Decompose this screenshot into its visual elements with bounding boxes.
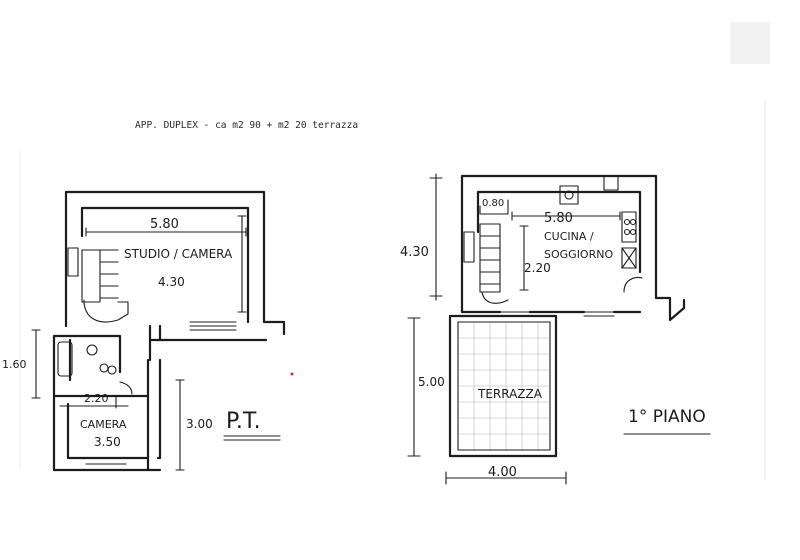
room-label-terrazza: TERRAZZA <box>477 387 543 401</box>
dim-studio-depth: 4.30 <box>158 275 185 289</box>
scan-marks <box>19 22 770 480</box>
dim-bath-height: 1.60 <box>2 358 27 371</box>
dim-camera-inner: 2.20 <box>84 392 109 405</box>
room-label-cucina: CUCINA / <box>544 230 594 243</box>
ground-staircase <box>67 247 129 323</box>
ground-floor-walls <box>64 190 286 362</box>
camera-room <box>52 358 162 472</box>
red-mark <box>290 372 294 376</box>
terrace <box>448 314 558 458</box>
dim-camera-depth: 3.00 <box>186 417 213 431</box>
dim-studio-width: 5.80 <box>150 217 179 232</box>
plan-title: APP. DUPLEX - ca m2 90 + m2 20 terrazza <box>135 120 358 131</box>
ground-floor-plan: 5.80 4.30 1.60 2.20 3.50 3.00 STUDIO / C… <box>2 190 286 472</box>
room-label-camera: CAMERA <box>80 418 127 431</box>
first-floor-walls <box>460 174 686 322</box>
first-staircase <box>463 223 509 304</box>
bathroom <box>52 334 133 472</box>
room-label-soggiorno: SOGGIORNO <box>544 248 613 261</box>
dim-terrace-depth: 5.00 <box>418 375 445 389</box>
ground-floor-label: P.T. <box>226 409 261 434</box>
dim-stair-width: 0.80 <box>482 198 504 209</box>
first-dimension-lines <box>407 173 621 485</box>
dim-living-inner: 2.20 <box>524 261 551 275</box>
first-floor-label: 1° PIANO <box>628 407 706 427</box>
dim-living-depth: 4.30 <box>400 245 429 260</box>
dim-camera-width: 3.50 <box>94 435 121 449</box>
dim-terrace-width: 4.00 <box>488 465 517 480</box>
dimension-lines <box>31 215 247 471</box>
first-floor-plan: 4.30 0.80 5.80 2.20 5.00 4.00 CUCINA / S… <box>400 173 711 485</box>
kitchen-units <box>559 175 643 293</box>
room-label-studio: STUDIO / CAMERA <box>124 247 233 261</box>
dim-living-width: 5.80 <box>544 211 573 226</box>
